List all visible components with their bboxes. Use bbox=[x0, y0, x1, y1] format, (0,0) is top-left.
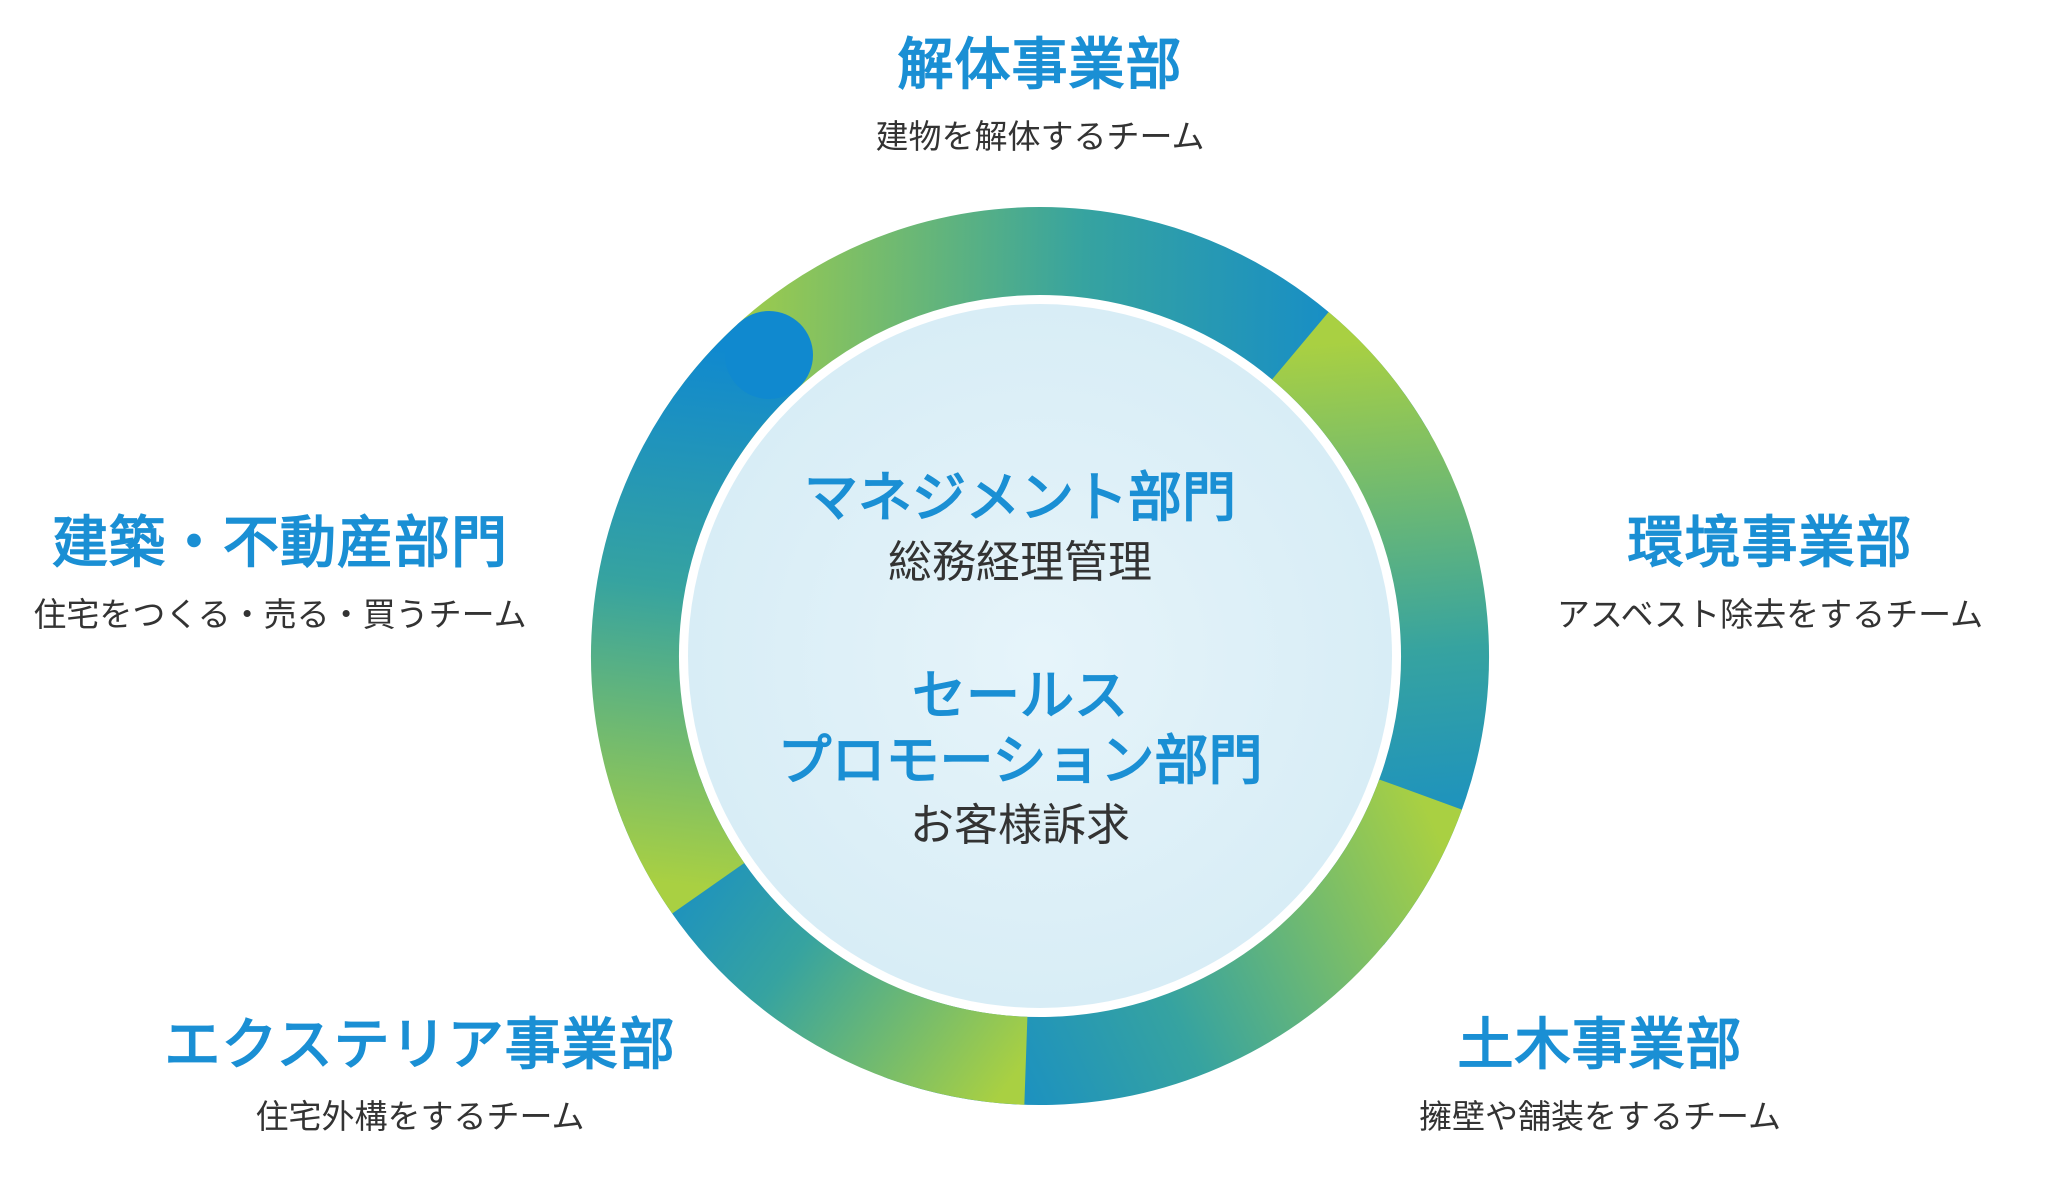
ring-segment-upper-left-head bbox=[725, 311, 814, 400]
dept-civil-name: 土木事業部 bbox=[1457, 1013, 1743, 1078]
center-management: マネジメント部門 総務経理管理 bbox=[740, 466, 1300, 585]
dept-real-estate-desc: 住宅をつくる・売る・買うチーム bbox=[33, 595, 527, 634]
management-desc: 総務経理管理 bbox=[888, 536, 1152, 588]
ring-segments bbox=[591, 207, 1489, 1105]
sales-title-line2: プロモーション部門 bbox=[777, 728, 1263, 792]
dept-environment-desc: アスベスト除去をするチーム bbox=[1556, 595, 1984, 634]
dept-exterior-desc: 住宅外構をするチーム bbox=[255, 1097, 585, 1136]
dept-real-estate: 建築・不動産部門 住宅をつくる・売る・買うチーム bbox=[0, 511, 560, 634]
dept-civil: 土木事業部 擁壁や舗装をするチーム bbox=[1330, 1013, 1870, 1136]
center-sales: セールス プロモーション部門 お客様訴求 bbox=[740, 664, 1300, 848]
dept-demolition-desc: 建物を解体するチーム bbox=[875, 117, 1205, 156]
dept-demolition: 解体事業部 建物を解体するチーム bbox=[760, 33, 1320, 156]
ring-segment-upper-left bbox=[591, 322, 799, 914]
sales-desc: お客様訴求 bbox=[910, 799, 1130, 851]
dept-environment-name: 環境事業部 bbox=[1627, 511, 1913, 576]
dept-environment: 環境事業部 アスベスト除去をするチーム bbox=[1500, 511, 2040, 634]
dept-exterior-name: エクステリア事業部 bbox=[164, 1013, 676, 1078]
dept-civil-desc: 擁壁や舗装をするチーム bbox=[1418, 1097, 1781, 1136]
dept-real-estate-name: 建築・不動産部門 bbox=[52, 511, 508, 576]
dept-exterior: エクステリア事業部 住宅外構をするチーム bbox=[120, 1013, 720, 1136]
inner-circle bbox=[688, 304, 1392, 1008]
sales-title-line1: セールス bbox=[912, 664, 1128, 727]
dept-demolition-name: 解体事業部 bbox=[897, 33, 1183, 98]
management-title: マネジメント部門 bbox=[804, 466, 1236, 529]
